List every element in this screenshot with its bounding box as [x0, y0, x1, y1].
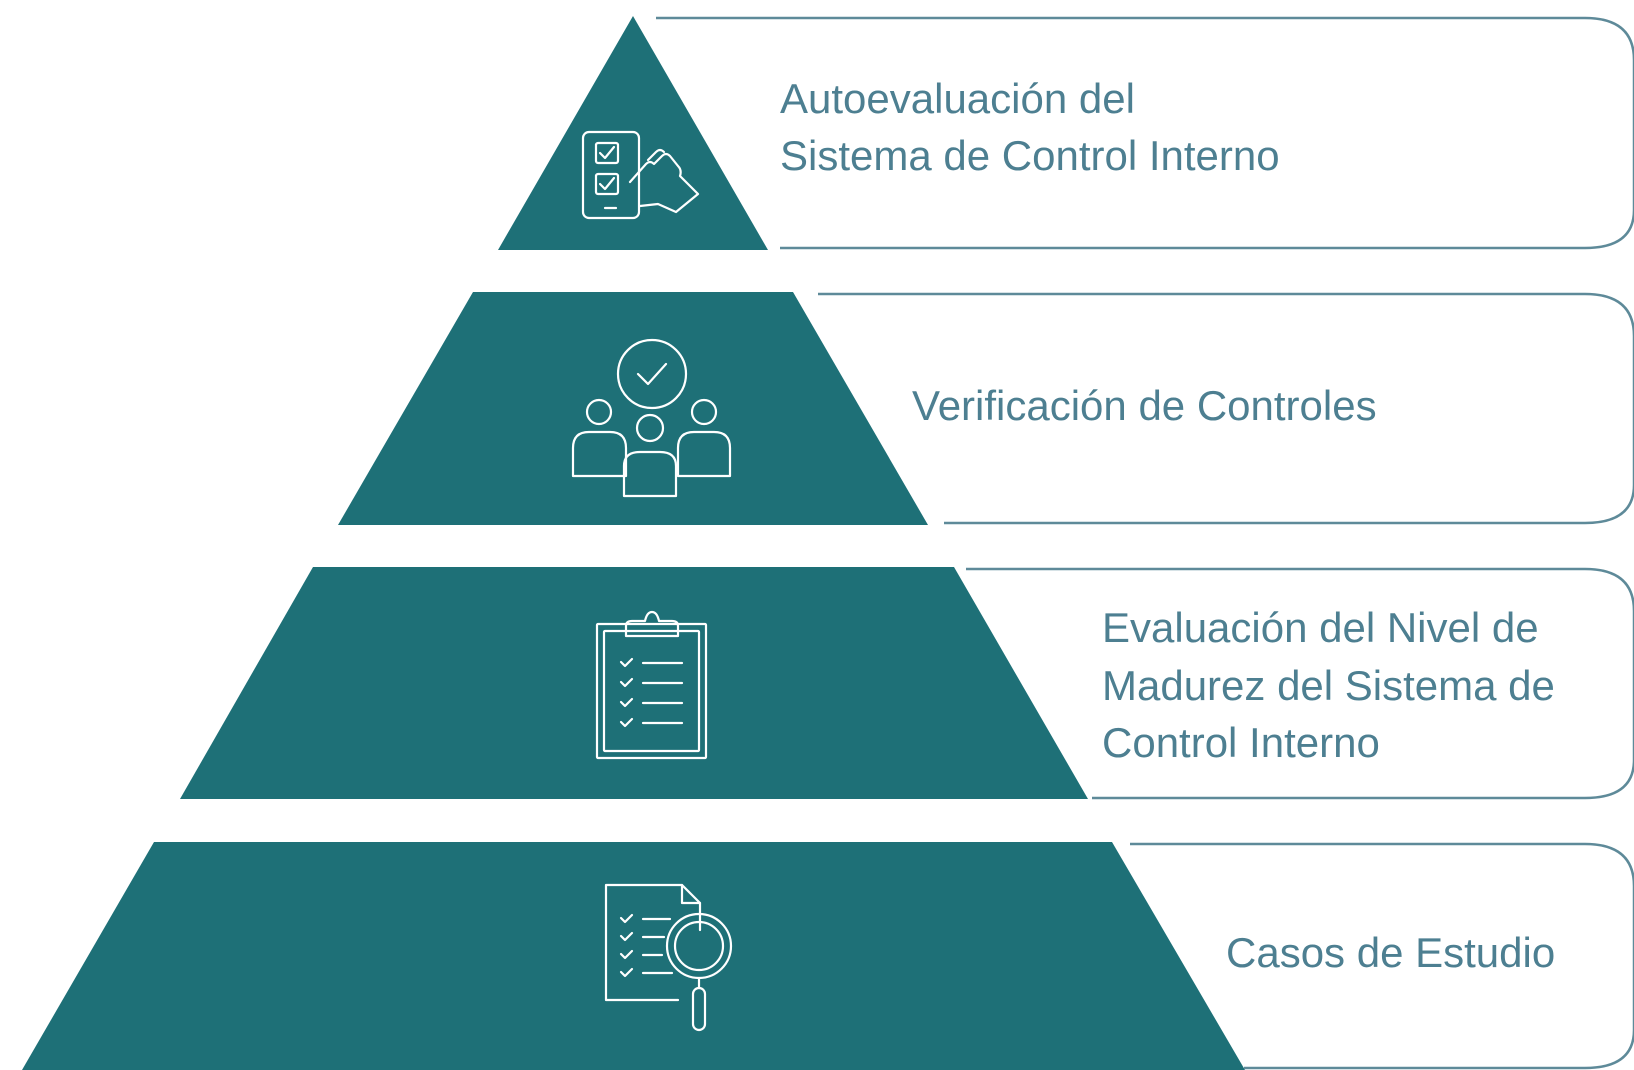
level-3-label-line-2: Madurez del Sistema de: [1102, 662, 1555, 709]
pyramid-tier-2: [338, 292, 928, 525]
level-4-label-line-1: Casos de Estudio: [1226, 929, 1555, 976]
level-3-bracket: [966, 567, 1634, 800]
clipboard-checklist-icon: [595, 610, 708, 760]
level-1-label-line-1: Autoevaluación del: [780, 75, 1135, 122]
team-check-icon: [571, 338, 732, 498]
level-1-bracket: [656, 16, 1634, 250]
pyramid-tier-4: [22, 842, 1245, 1070]
level-3-label-line-3: Control Interno: [1102, 719, 1380, 766]
pyramid-level-3: Evaluación del Nivel de Madurez del Sist…: [180, 567, 1634, 800]
level-2-bracket: [818, 292, 1634, 525]
level-1-label-line-2: Sistema de Control Interno: [780, 132, 1280, 179]
level-3-label: Evaluación del Nivel de Madurez del Sist…: [1102, 604, 1567, 766]
level-4-bracket: [1130, 842, 1634, 1070]
pyramid-level-4: Casos de Estudio: [22, 842, 1634, 1070]
level-2-label-line-1: Verificación de Controles: [912, 382, 1377, 429]
document-magnifier-icon: [604, 883, 733, 1032]
level-2-label: Verificación de Controles: [912, 382, 1377, 429]
level-1-label: Autoevaluación del Sistema de Control In…: [780, 75, 1280, 179]
level-3-label-line-1: Evaluación del Nivel de: [1102, 604, 1539, 651]
pyramid-level-1: Autoevaluación del Sistema de Control In…: [498, 16, 1634, 250]
pyramid-tier-3: [180, 567, 1088, 799]
level-4-label: Casos de Estudio: [1226, 929, 1555, 976]
checklist-phone-hand-icon: [581, 130, 700, 220]
pyramid-level-2: Verificación de Controles: [338, 292, 1634, 525]
